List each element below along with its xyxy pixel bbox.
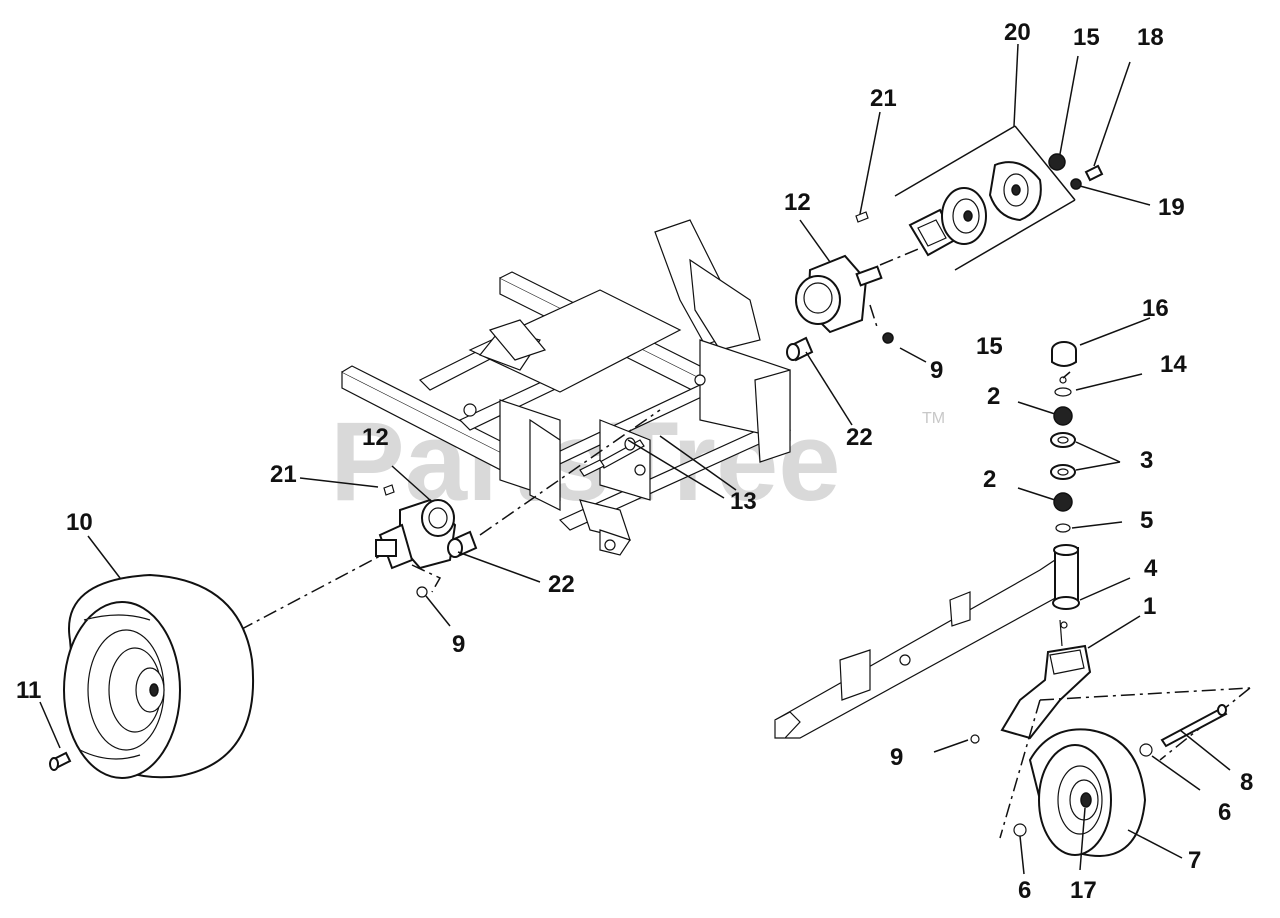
callout-21: 21 (270, 461, 297, 488)
callout-11: 11 (16, 677, 41, 704)
caster-fork (1000, 619, 1092, 740)
callout-6: 6 (1218, 799, 1231, 826)
right-nut (882, 332, 894, 344)
callout-22: 22 (846, 424, 873, 451)
front-spacer-2 (1013, 823, 1027, 837)
callout-15: 15 (976, 333, 1003, 360)
callout-10: 10 (66, 509, 93, 536)
fork-nut (970, 734, 980, 744)
callout-5: 5 (1140, 507, 1153, 534)
brake-bolt (1084, 164, 1104, 182)
front-spacer (1139, 743, 1153, 757)
callout-2: 2 (983, 466, 996, 493)
callout-labels: 20 15 18 21 19 12 16 9 15 14 2 22 3 12 2… (16, 19, 1253, 904)
callout-7: 7 (1188, 847, 1201, 874)
watermark-tm: TM (922, 410, 945, 427)
callout-12: 12 (784, 189, 811, 216)
callout-9: 9 (930, 357, 943, 384)
left-spacer (447, 530, 478, 558)
callout-17: 17 (1070, 877, 1097, 904)
callout-2: 2 (987, 383, 1000, 410)
callout-22: 22 (548, 571, 575, 598)
brake-assembly (894, 125, 1076, 271)
left-wheel-motor (375, 498, 457, 570)
caster-stack (1050, 341, 1077, 533)
callout-4: 4 (1144, 555, 1158, 582)
callout-18: 18 (1137, 24, 1164, 51)
leader-lines (39, 43, 1231, 875)
callout-21: 21 (870, 85, 897, 112)
callout-6: 6 (1018, 877, 1031, 904)
callout-3: 3 (1140, 447, 1153, 474)
front-axle-beam (774, 544, 1079, 739)
callout-19: 19 (1158, 194, 1185, 221)
callout-9: 9 (890, 744, 903, 771)
left-nut (416, 586, 428, 598)
frame-bolts (579, 437, 645, 477)
front-tire (1028, 728, 1147, 858)
brake-washer (1070, 178, 1082, 190)
rear-tire (63, 573, 254, 779)
left-key (383, 484, 395, 496)
callout-15: 15 (1073, 24, 1100, 51)
right-wheel-motor (795, 254, 883, 334)
callout-1: 1 (1143, 593, 1156, 620)
front-axle-bolt (1160, 704, 1228, 748)
frame-assembly (341, 219, 792, 556)
callout-14: 14 (1160, 351, 1187, 378)
thrust-washer (1052, 596, 1080, 610)
callout-13: 13 (730, 488, 757, 515)
right-spacer (786, 336, 814, 362)
brake-nut (1048, 153, 1066, 171)
callout-20: 20 (1004, 19, 1031, 46)
callout-9: 9 (452, 631, 465, 658)
callout-16: 16 (1142, 295, 1169, 322)
lug-bolt (49, 751, 72, 771)
callout-8: 8 (1240, 769, 1253, 796)
right-key (855, 211, 869, 223)
callout-12: 12 (362, 424, 389, 451)
